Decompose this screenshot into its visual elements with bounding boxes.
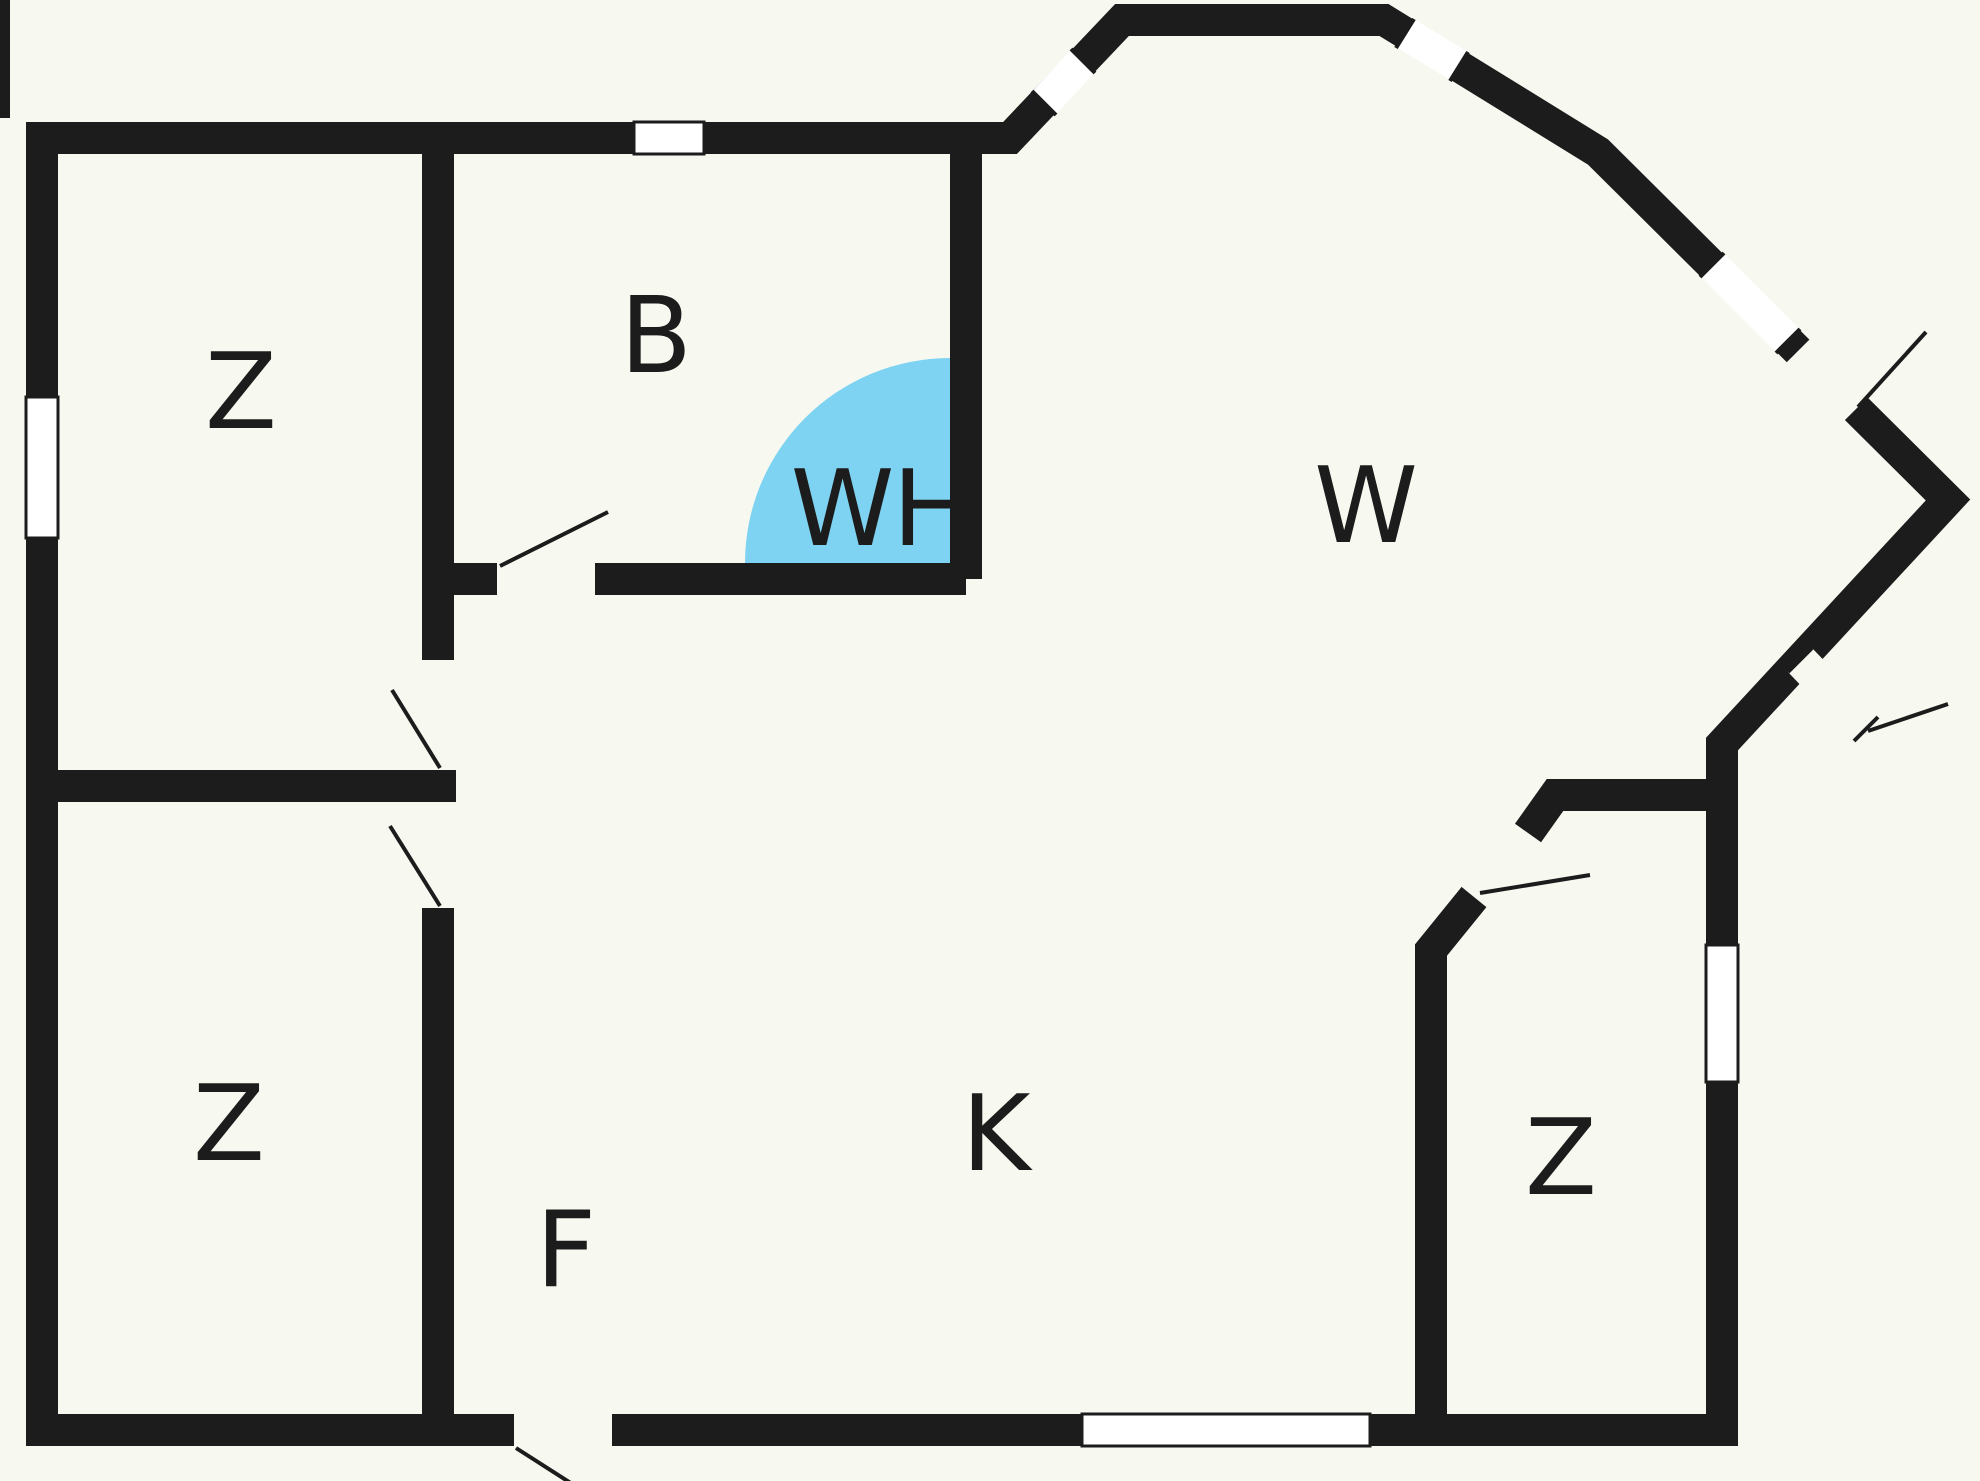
window-caps-bay-lower [1786,646,1880,743]
window-left [24,395,60,540]
window-caps-roof-right [1394,17,1470,83]
windows [24,18,1800,1448]
room-label-shower: WH [791,448,970,570]
door-swing-bay-lower [1867,702,1949,733]
window-top [632,120,706,156]
door-swing-bedroom-bottom-left [388,824,442,908]
window-right [1704,943,1740,1084]
room-label-kitchen: K [962,1073,1034,1195]
window-caps-bay-upper [1698,251,1802,355]
door-swing-bathroom [499,510,609,568]
window-bay-upper [1700,253,1800,353]
room-label-living-room: W [1314,445,1416,567]
door-opening-bay-lower [1787,648,1879,741]
window-caps-roof-left [1030,47,1097,117]
room-label-bedroom-right: Z [1525,1097,1595,1219]
shower-area [745,358,950,563]
door-swing-hall-exterior [514,1446,572,1481]
room-labels: Z B WH W Z F K Z [193,275,1597,1311]
room-label-bedroom-bottom-left: Z [193,1063,263,1185]
room-label-bedroom-top-left: Z [205,331,275,453]
edge-wall-stub [0,0,10,118]
door-swing-bay-upper [1856,330,1928,409]
room-label-hallway: F [536,1189,594,1311]
room-label-bathroom: B [620,275,690,397]
door-opening-bay-upper [1785,338,1869,422]
door-swing-bedroom-top-left [390,688,442,770]
door-swing-bedroom-right [1479,873,1591,895]
window-roof-right [1396,18,1468,81]
door-openings [514,338,1879,1447]
wall-bedroom-right [1415,779,1722,1430]
window-roof-left [1031,49,1096,115]
window-bottom [1080,1412,1372,1448]
detail-lines [388,17,1949,1481]
